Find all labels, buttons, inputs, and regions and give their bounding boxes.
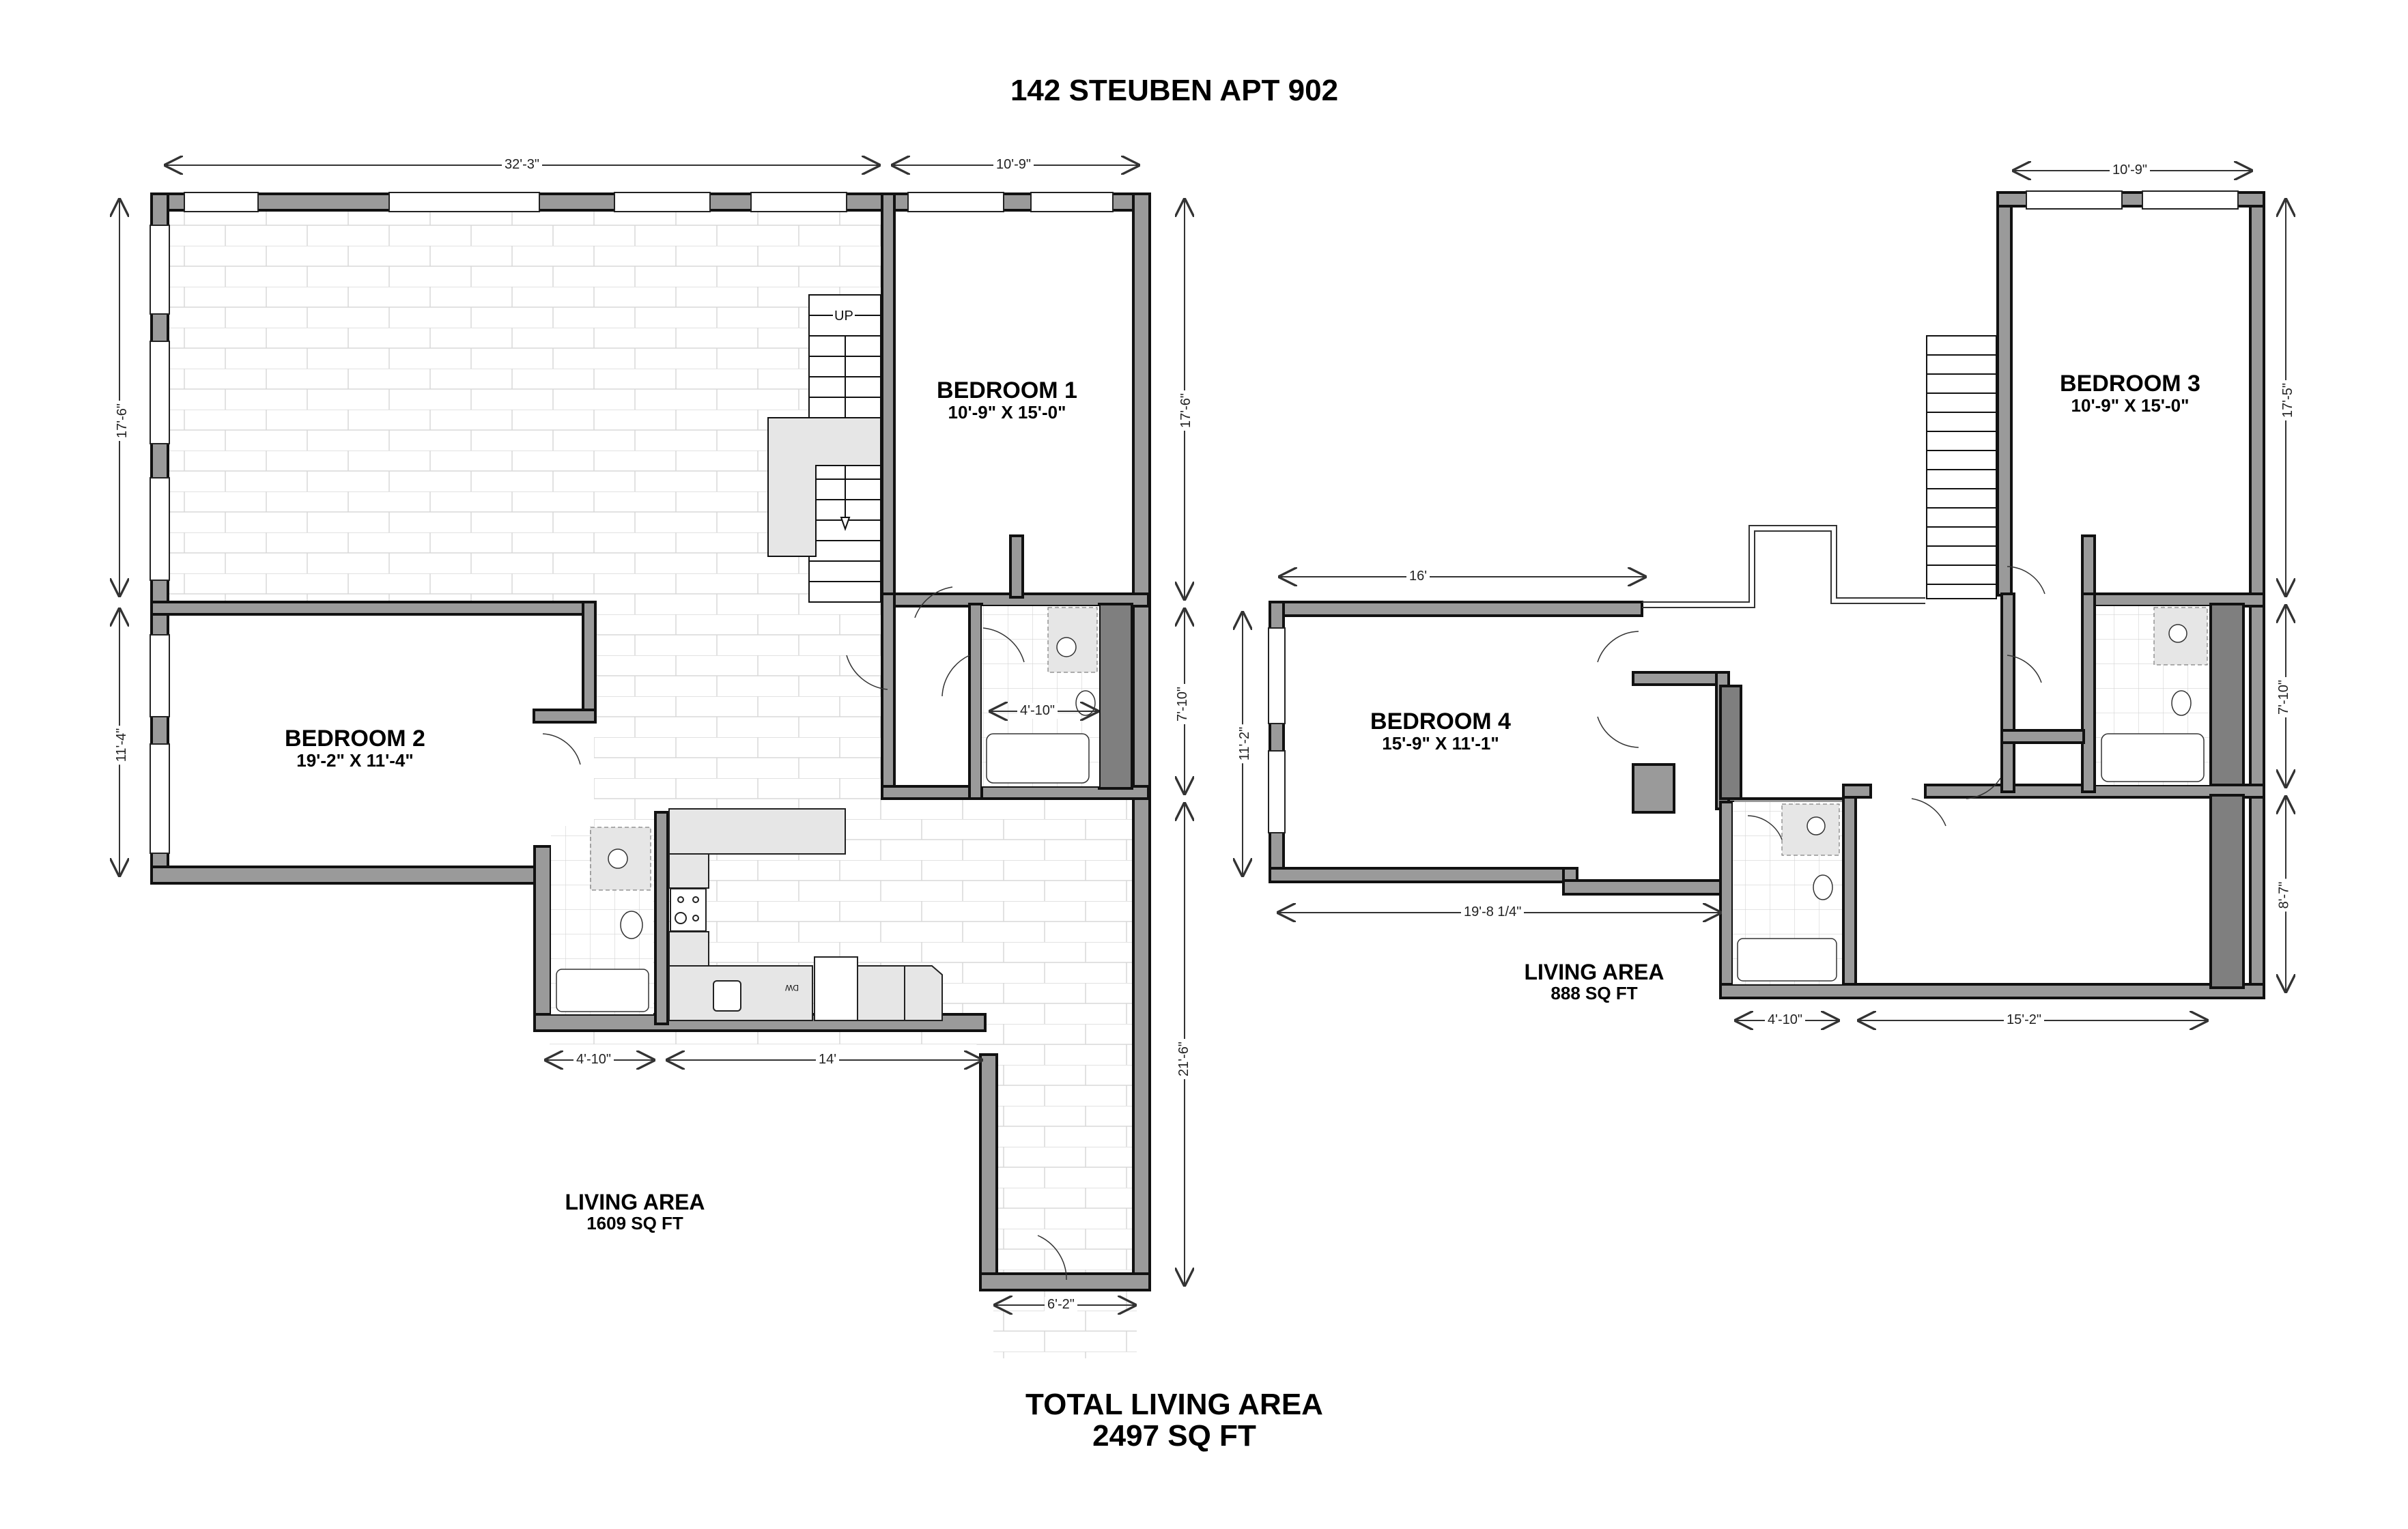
- room-size: 10'-9" X 15'-0": [2071, 395, 2190, 416]
- dim-f1-bottom-bath: 4'-10": [573, 1052, 614, 1068]
- dim-f2-right-lower: 8'-7": [2276, 878, 2293, 912]
- dim-f2-right-upper: 17'-5": [2280, 380, 2296, 420]
- dim-f2-top-right: 10'-9": [2110, 162, 2150, 178]
- dim-f1-bath-width: 4'-10": [1017, 703, 1058, 719]
- dim-f2-bedroom4-left: 11'-2": [1237, 724, 1253, 764]
- dim-f1-top-left: 32'-3": [502, 157, 542, 173]
- room-size: 19'-2" X 11'-4": [296, 749, 414, 771]
- dishwasher-label: DW: [785, 983, 799, 992]
- room-label-bedroom-3: BEDROOM 3 10'-9" X 15'-0": [2014, 371, 2246, 416]
- living-area-value: 1609 SQ FT: [586, 1212, 683, 1233]
- dim-f1-left-upper: 17'-6": [114, 401, 130, 441]
- total-living-area: TOTAL LIVING AREA 2497 SQ FT: [942, 1388, 1406, 1453]
- plan-title: 142 STEUBEN APT 902: [1010, 74, 1339, 107]
- dim-f1-entry-width: 6'-2": [1045, 1297, 1077, 1313]
- dim-f2-mid-horizontal: 19'-8 1/4": [1461, 904, 1525, 920]
- dim-f1-top-right: 10'-9": [993, 157, 1034, 173]
- total-label: TOTAL LIVING AREA: [1025, 1388, 1323, 1421]
- floor1-plan: [150, 192, 1151, 1358]
- room-name: BEDROOM 1: [937, 377, 1077, 403]
- floor1-living-area: LIVING AREA 1609 SQ FT: [526, 1190, 744, 1233]
- room-name: BEDROOM 2: [285, 726, 425, 752]
- dim-f2-right-middle: 7'-10": [2276, 677, 2292, 717]
- room-name: BEDROOM 3: [2060, 371, 2200, 397]
- living-area-label: LIVING AREA: [565, 1190, 705, 1214]
- floor2-plan: [1268, 190, 2265, 999]
- living-area-value: 888 SQ FT: [1550, 982, 1638, 1003]
- stair-up-label: UP: [833, 309, 855, 324]
- dim-f1-bottom-kitchen: 14': [816, 1052, 840, 1068]
- dim-f1-right-lower: 21'-6": [1176, 1039, 1192, 1079]
- room-size: 10'-9" X 15'-0": [948, 401, 1066, 423]
- dim-f1-left-lower: 11'-4": [114, 725, 130, 765]
- dim-f2-bottom-room: 15'-2": [2004, 1012, 2044, 1028]
- room-label-bedroom-4: BEDROOM 4 15'-9" X 11'-1": [1338, 709, 1543, 754]
- dim-f2-bottom-bath: 4'-10": [1765, 1012, 1805, 1028]
- dim-f1-right-middle: 7'-10": [1174, 684, 1191, 724]
- living-area-label: LIVING AREA: [1524, 960, 1665, 984]
- dim-f1-right-upper: 17'-6": [1178, 390, 1194, 431]
- room-label-bedroom-1: BEDROOM 1 10'-9" X 15'-0": [894, 377, 1120, 423]
- room-size: 15'-9" X 11'-1": [1382, 732, 1499, 754]
- dim-f2-bedroom4-top: 16': [1406, 569, 1430, 584]
- room-label-bedroom-2: BEDROOM 2 19'-2" X 11'-4": [253, 726, 457, 771]
- total-value: 2497 SQ FT: [1092, 1419, 1256, 1453]
- room-name: BEDROOM 4: [1370, 709, 1511, 734]
- floor2-living-area: LIVING AREA 888 SQ FT: [1502, 960, 1686, 1003]
